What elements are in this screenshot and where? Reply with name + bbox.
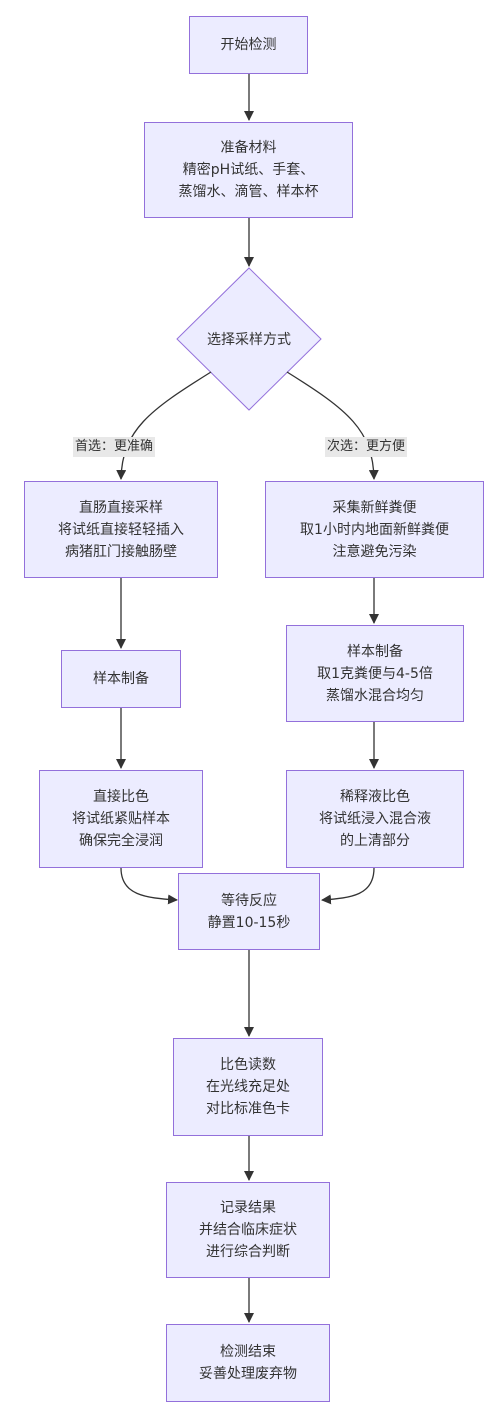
node-text-line: 妥善处理废弃物	[199, 1366, 297, 1382]
node-start: 开始检测	[189, 16, 308, 74]
decision-diamond	[176, 267, 322, 411]
edge-dilute-wait	[321, 867, 375, 905]
node-text-line: 将试纸紧贴样本	[72, 811, 170, 827]
node-text-line: 记录结果	[220, 1200, 276, 1216]
node-text-line: 病猪肛门接触肠壁	[65, 543, 177, 560]
node-wait-reaction: 等待反应静置10-15秒	[178, 873, 320, 950]
node-text-line: 比色读数	[220, 1057, 276, 1073]
node-text-line: 样本制备	[93, 671, 149, 687]
node-fecal-sampling: 采集新鲜粪便取1小时内地面新鲜粪便注意避免污染	[265, 481, 484, 578]
node-end: 检测结束妥善处理废弃物	[166, 1324, 330, 1402]
node-sample-prep-left: 样本制备	[61, 650, 181, 708]
edge-label-secondary: 次选：更方便	[325, 437, 408, 457]
node-dilute-compare: 稀释液比色将试纸浸入混合液的上清部分	[286, 770, 464, 868]
node-prepare-materials: 准备材料精密pH试纸、手套、蒸馏水、滴管、样本杯	[144, 122, 353, 218]
edge-label-preferred: 首选：更准确	[73, 437, 156, 457]
node-text-line: 将试纸直接轻轻插入	[58, 521, 184, 538]
node-text-line: 的上清部分	[340, 833, 410, 849]
node-text-line: 在光线充足处	[206, 1079, 290, 1095]
node-text-line: 直肠直接采样	[79, 499, 163, 516]
node-color-reading: 比色读数在光线充足处对比标准色卡	[173, 1038, 323, 1136]
node-text-line: 蒸馏水混合均匀	[326, 687, 424, 704]
decision-label: 选择采样方式	[174, 324, 324, 354]
node-text-line: 样本制备	[347, 643, 403, 660]
node-text-line: 等待反应	[221, 892, 277, 909]
node-text-line: 直接比色	[93, 789, 149, 805]
node-sample-prep-right: 样本制备取1克粪便与4-5倍蒸馏水混合均匀	[286, 625, 464, 722]
node-text-line: 精密pH试纸、手套、	[182, 162, 315, 178]
node-text-line: 蒸馏水、滴管、样本杯	[178, 184, 319, 200]
node-text-line: 准备材料	[220, 140, 277, 156]
edge-decision-feces	[286, 371, 379, 480]
node-direct-compare: 直接比色将试纸紧贴样本确保完全浸润	[39, 770, 203, 868]
node-rectal-sampling: 直肠直接采样将试纸直接轻轻插入病猪肛门接触肠壁	[24, 481, 218, 578]
node-text-line: 稀释液比色	[340, 789, 410, 805]
edge-decision-rectal	[116, 371, 212, 480]
node-text-line: 取1小时内地面新鲜粪便	[300, 521, 449, 538]
node-text-line: 进行综合判断	[206, 1244, 290, 1260]
node-text-line: 并结合临床症状	[199, 1222, 297, 1238]
node-text-line: 注意避免污染	[332, 543, 417, 560]
node-text-line: 开始检测	[220, 37, 277, 53]
edge-direct-wait	[120, 867, 178, 905]
node-text-line: 选择采样方式	[207, 332, 291, 348]
node-text-line: 取1克粪便与4-5倍	[317, 665, 433, 682]
node-record-result: 记录结果并结合临床症状进行综合判断	[166, 1182, 330, 1278]
node-text-line: 确保完全浸润	[79, 833, 163, 849]
node-text-line: 采集新鲜粪便	[332, 499, 417, 516]
node-text-line: 检测结束	[220, 1344, 276, 1360]
node-text-line: 对比标准色卡	[206, 1101, 290, 1117]
node-text-line: 静置10-15秒	[207, 914, 291, 931]
node-text-line: 将试纸浸入混合液	[319, 811, 431, 827]
